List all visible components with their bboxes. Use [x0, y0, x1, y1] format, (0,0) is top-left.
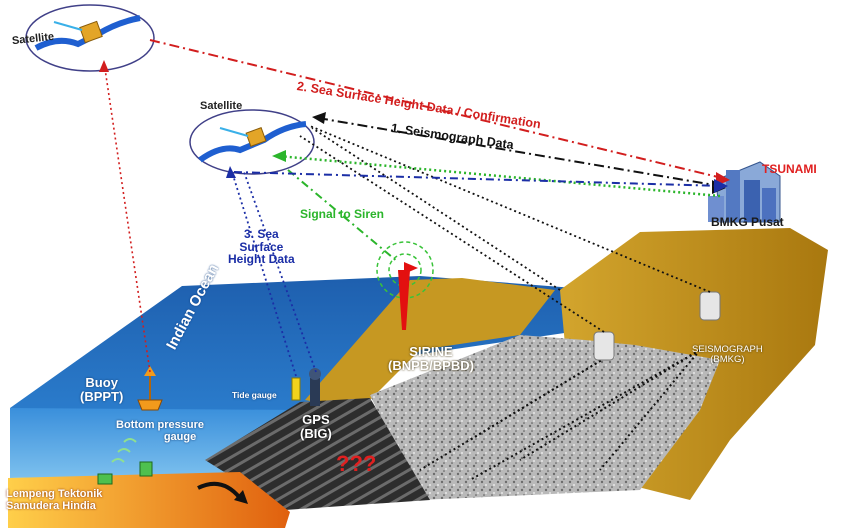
- tectonic-plate-label: Lempeng Tektonik Samudera Hindia: [6, 488, 103, 512]
- sea-surface-height-line-3: Height Data: [228, 252, 295, 267]
- satellite-mid-label: Satellite: [200, 100, 243, 112]
- seismograph-line: [317, 117, 721, 187]
- tide-gauge-label: Tide gauge: [232, 390, 277, 400]
- bottom-pressure-gauge-line-1: Bottom pressure: [116, 419, 205, 431]
- sea-surface-height-line-2: Surface: [239, 239, 284, 254]
- crust-seismic-rays: [419, 349, 701, 481]
- sirine-label-line-2: (BNPB/BPBD): [388, 357, 474, 373]
- gps-label: GPS (BIG): [300, 413, 332, 440]
- seismograph-bmkg-line-1: SEISMOGRAPH: [692, 344, 763, 355]
- satellite-mid: [189, 109, 315, 175]
- sirine-label: SIRINE (BNPB/BPBD): [388, 345, 474, 372]
- tide-gauge: [291, 377, 301, 401]
- tectonic-plate-line-1: Lempeng Tektonik: [6, 488, 103, 500]
- seismograph-units: [593, 291, 721, 361]
- satellite-top: [25, 4, 155, 72]
- coastal-ridge: [305, 278, 555, 410]
- seismograph-bmkg-line-2: (BMKG): [710, 353, 745, 365]
- seismograph-bmkg-label: SEISMOGRAPH (BMKG): [692, 345, 763, 365]
- tsunami-label: TSUNAMI: [762, 162, 817, 176]
- crust-gravel: [370, 335, 720, 500]
- bmkg-pusat-label: BMKG Pusat: [711, 215, 784, 229]
- siren-tower: [376, 241, 434, 330]
- gps-label-line-2: (BIG): [300, 425, 332, 441]
- sirine-label-line-1: SIRINE: [409, 344, 453, 359]
- bottom-pressure-gauge: [97, 438, 153, 485]
- sea-surface-height-line-1: 3. Sea: [243, 227, 279, 241]
- bottom-pressure-gauge-line-2: gauge: [163, 430, 197, 443]
- signal-to-siren-label: Signal to Siren: [300, 207, 385, 221]
- buoy: [137, 366, 163, 411]
- confirmation-line: [149, 39, 723, 179]
- gps-station: [309, 368, 321, 406]
- buoy-label-line-2: (BPPT): [80, 388, 124, 404]
- sea-surface-height-label: 3. Sea Surface Height Data: [228, 228, 295, 266]
- plate-motion-arrowhead: [234, 490, 248, 504]
- tectonic-plate-line-2: Samudera Hindia: [6, 499, 96, 512]
- bottom-pressure-gauge-label: Bottom pressure gauge: [116, 419, 205, 443]
- bmkg-building: [708, 161, 781, 223]
- subducting-slab: [205, 398, 430, 510]
- buoy-label-line-1: Buoy: [85, 375, 118, 390]
- communication-lines: [99, 39, 730, 377]
- buoy-satellite-line: [103, 61, 151, 373]
- plate-motion-arrow: [197, 481, 242, 500]
- siren-signal-line: [277, 154, 721, 198]
- unknown-marker: ???: [336, 451, 377, 476]
- gps-label-line-1: GPS: [302, 412, 330, 427]
- buoy-label: Buoy (BPPT): [80, 376, 123, 403]
